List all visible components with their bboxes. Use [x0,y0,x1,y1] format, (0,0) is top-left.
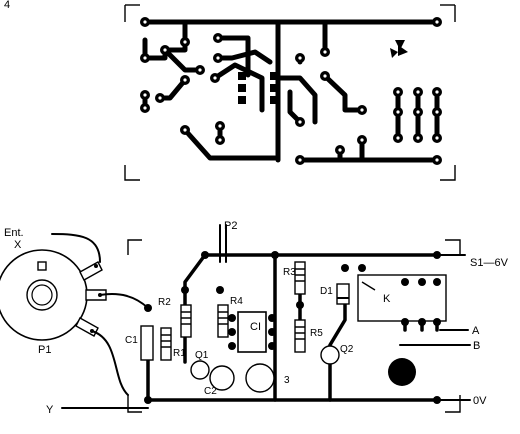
diode-d1 [336,283,350,305]
transistor-q1 [190,360,210,380]
figure-number: 4 [4,0,10,11]
orientation-mark-icon [390,40,408,58]
label-0v: 0V [473,395,487,407]
capacitor-c2 [209,365,235,391]
resistor-r1 [160,327,172,361]
resistor-r2 [180,304,192,338]
label-r3: R3 [283,267,296,278]
label-r2: R2 [158,297,171,308]
label-a: A [472,325,480,337]
top-crop-marks [124,4,456,181]
component-3 [245,363,275,393]
label-c1: C1 [125,335,138,346]
label-s1-6v: S1—6V [470,257,509,269]
component-placement: Ent. X P1 Y P2 S1—6V 0V A B K CI R1 R2 R… [0,220,509,416]
board-pads [144,251,441,404]
relay-k [357,274,447,326]
label-b: B [473,340,480,352]
transistor-q2 [320,345,340,365]
ic-ci [228,311,276,353]
label-y: Y [46,404,54,416]
label-ci: CI [250,321,261,333]
label-k: K [383,293,391,305]
capacitor-c1 [140,325,154,361]
label-d1: D1 [320,286,333,297]
label-q1: Q1 [195,350,209,361]
resistor-r3 [294,261,306,295]
label-r4: R4 [230,296,243,307]
label-input: Ent. [4,227,24,239]
input-wires [51,224,471,409]
resistor-r5 [294,319,306,353]
label-q2: Q2 [340,344,354,355]
pcb-copper-layout: 4 [4,0,456,181]
copper-pads [140,17,442,165]
label-p2: P2 [224,220,237,232]
label-c2: C2 [204,386,217,397]
bottom-crop-marks [127,239,461,413]
potentiometer-p1 [0,249,107,341]
label-r5: R5 [310,328,323,339]
label-p1: P1 [38,344,51,356]
label-input-x: X [14,239,22,251]
mounting-hole [388,358,416,386]
label-pin3: 3 [284,375,290,386]
label-r1: R1 [173,348,186,359]
resistor-r4 [217,304,229,338]
